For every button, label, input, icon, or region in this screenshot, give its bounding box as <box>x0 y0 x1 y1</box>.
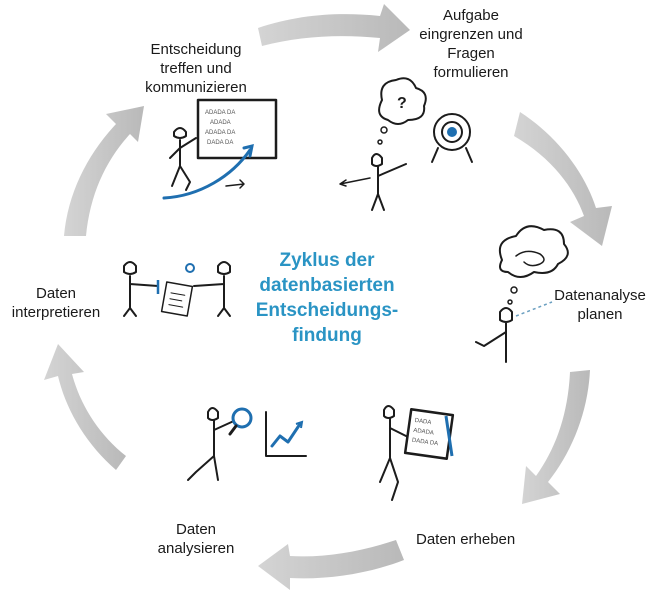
cycle-arrow-right-top <box>514 112 612 246</box>
analysis-scene <box>187 407 307 481</box>
svg-text:?: ? <box>397 95 407 112</box>
step-analysieren-line1: Daten <box>175 521 217 538</box>
growth-arrow-icon <box>162 148 252 200</box>
clipboard-icon: DADA ADADA DADA DA <box>403 408 455 460</box>
svg-text:DADA: DADA <box>414 418 431 426</box>
document-icon <box>160 281 194 317</box>
center-title-line4: findung <box>292 325 362 346</box>
task-scene: ? <box>339 77 473 211</box>
cycle-arrow-left-bottom <box>44 344 126 470</box>
step-interpretieren-line1: Daten <box>35 285 77 302</box>
step-entscheidung-line3: kommunizieren <box>145 79 247 96</box>
target-icon <box>431 113 473 163</box>
svg-text:ADADA: ADADA <box>413 428 434 437</box>
step-analysieren-line2: analysieren <box>157 540 235 557</box>
step-label-planen: Datenanalyse planen <box>550 286 650 324</box>
svg-text:ADADA DA: ADADA DA <box>205 130 235 136</box>
step-aufgabe-line2: eingrenzen und <box>419 26 523 43</box>
step-entscheidung-line1: Entscheidung <box>150 41 242 58</box>
step-planen-line1: Datenanalyse <box>554 287 646 304</box>
thought-bubble-icon <box>378 77 427 125</box>
cycle-arrow-bottom <box>258 540 404 590</box>
center-title-line1: Zyklus der <box>279 250 375 271</box>
center-title-line3: Entscheidungs- <box>255 300 399 321</box>
step-aufgabe-line1: Aufgabe <box>443 7 499 24</box>
line-chart-icon <box>265 411 307 457</box>
svg-text:ADADA DA: ADADA DA <box>205 110 235 116</box>
step-erheben-line1: Daten erheben <box>416 531 516 548</box>
cycle-arrow-left-top <box>64 106 144 236</box>
step-label-erheben: Daten erheben <box>416 530 515 549</box>
step-label-entscheidung: Entscheidung treffen und kommunizieren <box>136 40 256 97</box>
step-interpretieren-line2: interpretieren <box>11 304 101 321</box>
interpretation-scene <box>123 261 231 317</box>
step-planen-line2: planen <box>577 306 623 323</box>
planning-scene <box>475 225 569 363</box>
magnifier-icon <box>228 407 253 436</box>
step-label-interpretieren: Daten interpretieren <box>6 284 106 322</box>
svg-text:ADADA: ADADA <box>210 120 231 126</box>
cycle-arrow-right-bottom <box>522 370 590 504</box>
presentation-board-icon <box>196 98 278 160</box>
step-label-analysieren: Daten analysieren <box>146 520 246 558</box>
presentation-scene: ADADA DA ADADA ADADA DA DADA DA <box>162 98 278 200</box>
step-entscheidung-line2: treffen und <box>160 60 232 77</box>
svg-text:DADA DA: DADA DA <box>411 438 438 448</box>
step-label-aufgabe: Aufgabe eingrenzen und Fragen formuliere… <box>416 6 526 82</box>
step-aufgabe-line3: Fragen <box>447 45 495 62</box>
svg-text:DADA DA: DADA DA <box>207 140 233 146</box>
collection-scene: DADA ADADA DADA DA <box>379 405 455 501</box>
step-aufgabe-line4: formulieren <box>433 64 509 81</box>
cycle-arrow-top <box>258 4 410 52</box>
center-title: Zyklus der datenbasierten Entscheidungs-… <box>222 248 432 348</box>
center-title-line2: datenbasierten <box>259 275 395 296</box>
